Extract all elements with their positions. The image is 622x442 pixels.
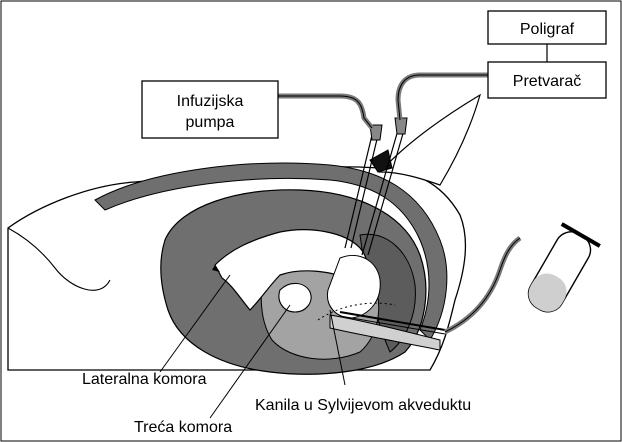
pretvarac-label: Pretvarač: [513, 73, 581, 90]
pump-label-line2: pumpa: [186, 114, 235, 131]
pump-label-line1: Infuzijska: [177, 93, 244, 110]
third-ventricle: [279, 283, 311, 312]
poligraf-label: Poligraf: [520, 21, 575, 38]
pressure-cannula-top: [395, 118, 407, 134]
lateral-ventricle-label: Lateralna komora: [82, 371, 207, 388]
cannula-label: Kanila u Sylvijevom akveduktu: [255, 397, 471, 414]
third-ventricle-label: Treća komora: [134, 419, 232, 436]
